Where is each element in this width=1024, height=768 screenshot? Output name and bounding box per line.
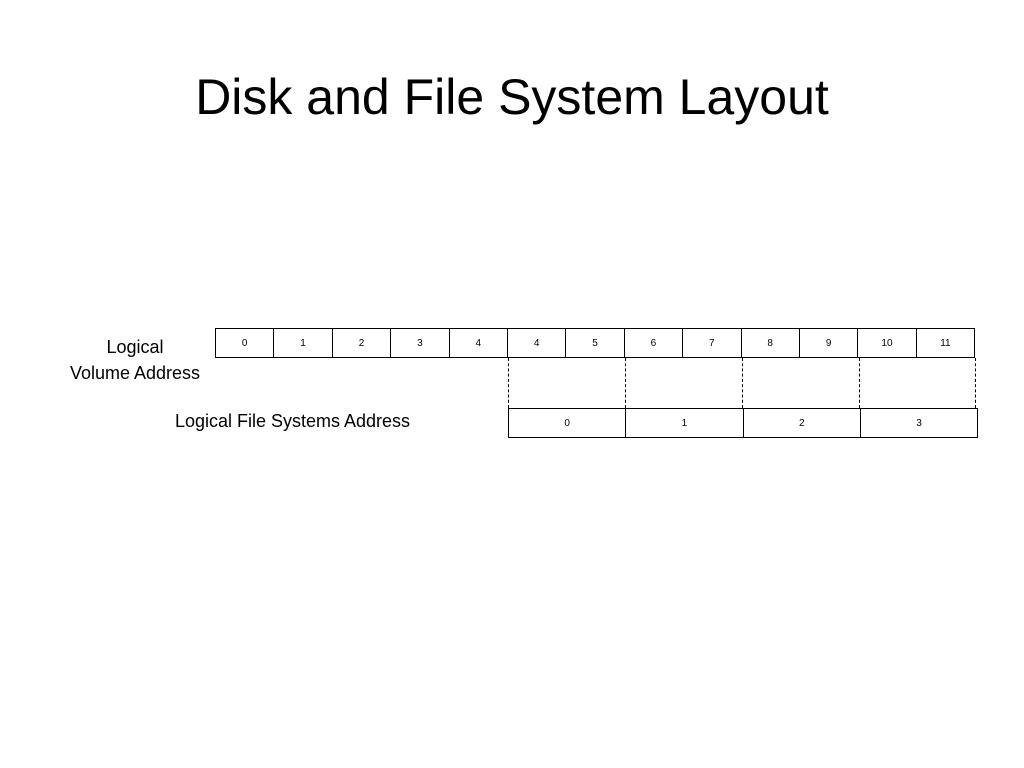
lva-cell: 7 xyxy=(682,328,742,358)
lva-cell: 11 xyxy=(915,328,976,358)
lva-label-line1: Logical xyxy=(106,337,164,357)
mapping-dashed-line xyxy=(859,358,860,408)
mapping-dashed-line xyxy=(742,358,743,408)
logical-volume-address-row: 0 1 2 3 4 4 5 6 7 8 9 10 11 xyxy=(215,328,976,358)
mapping-dashed-line xyxy=(508,358,509,408)
logical-volume-address-label: Logical Volume Address xyxy=(52,334,218,386)
lfs-cell: 0 xyxy=(508,408,627,438)
lva-cell: 0 xyxy=(215,328,275,358)
lva-label-line2: Volume Address xyxy=(69,363,201,383)
lva-cell: 8 xyxy=(740,328,800,358)
lfs-cell: 1 xyxy=(625,408,744,438)
lva-cell: 2 xyxy=(331,328,392,358)
logical-file-system-address-label: Logical File Systems Address xyxy=(174,411,411,431)
lva-cell: 10 xyxy=(857,328,917,358)
lfs-cell: 3 xyxy=(859,408,979,438)
lfs-cell: 2 xyxy=(742,408,861,438)
lva-cell: 6 xyxy=(623,328,684,358)
mapping-dashed-line xyxy=(975,358,976,408)
slide-title: Disk and File System Layout xyxy=(195,69,829,125)
lva-cell: 3 xyxy=(390,328,450,358)
lva-cell: 1 xyxy=(273,328,333,358)
lva-cell: 4 xyxy=(448,328,508,358)
lva-cell: 9 xyxy=(798,328,859,358)
lva-cell: 4 xyxy=(506,328,567,358)
lva-cell: 5 xyxy=(565,328,625,358)
logical-file-system-address-row: 0 1 2 3 xyxy=(508,408,979,438)
mapping-dashed-line xyxy=(625,358,626,408)
